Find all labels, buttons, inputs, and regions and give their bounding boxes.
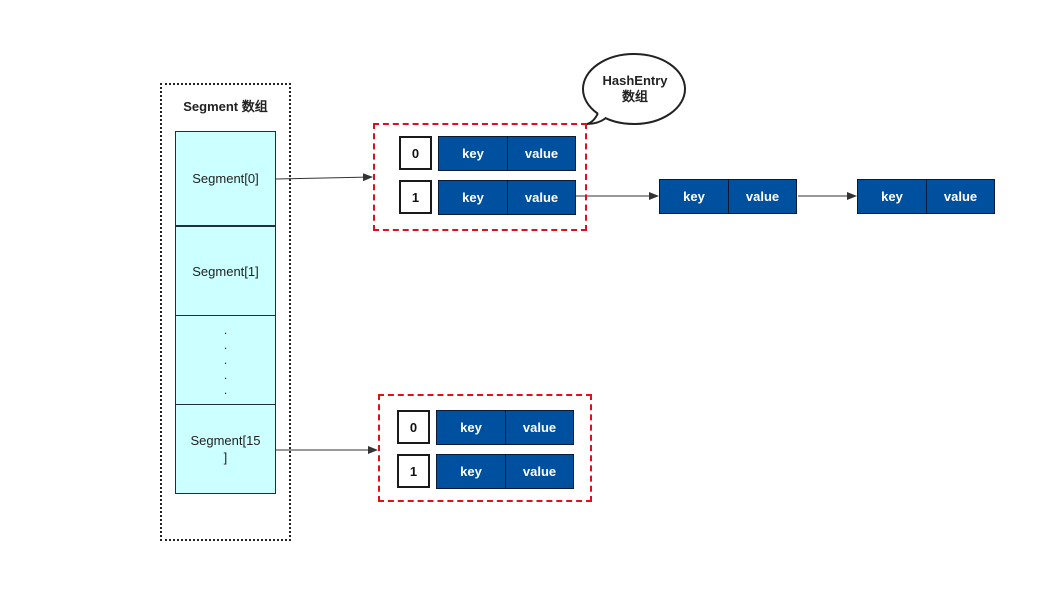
entry-key: key xyxy=(439,181,508,214)
index-cell: 0 xyxy=(399,136,432,170)
ellipsis-dot: . xyxy=(223,367,228,382)
index-cell: 1 xyxy=(397,454,430,488)
chain-node-1: key value xyxy=(659,179,797,214)
entry-value: value xyxy=(524,146,559,161)
entry-value: value xyxy=(522,420,557,435)
segment-cell-0: Segment[0] xyxy=(175,131,276,226)
segment-array-container xyxy=(160,83,291,541)
ellipsis-dot: . xyxy=(223,337,228,352)
entry-value: value xyxy=(943,189,978,204)
callout-line-2: 数组 xyxy=(621,89,648,104)
segment-array-title: Segment 数组 xyxy=(183,99,268,114)
arrow-segment0-to-table xyxy=(275,173,373,182)
entry-key: key xyxy=(437,411,506,444)
entry-row-1: key value xyxy=(438,180,576,215)
ellipsis-dot: . xyxy=(223,322,228,337)
entry-row-1: key value xyxy=(436,454,574,489)
entry-key: key xyxy=(858,180,927,213)
hashentry-table-segment0 xyxy=(373,123,587,231)
entry-key: key xyxy=(437,455,506,488)
ellipsis-dot: . xyxy=(223,352,228,367)
segment-cell-ellipsis: . . . . . xyxy=(175,315,276,405)
entry-row-0: key value xyxy=(436,410,574,445)
entry-value: value xyxy=(524,190,559,205)
ellipsis-dot: . xyxy=(223,382,228,397)
chain-node-2: key value xyxy=(857,179,995,214)
hashentry-callout-label: HashEntry 数组 xyxy=(590,73,680,105)
index-cell: 1 xyxy=(399,180,432,214)
entry-key: key xyxy=(660,180,729,213)
entry-value: value xyxy=(745,189,780,204)
segment-cell-15: Segment[15 ] xyxy=(175,404,276,494)
index-cell: 0 xyxy=(397,410,430,444)
entry-row-0: key value xyxy=(438,136,576,171)
segment-cell-1: Segment[1] xyxy=(175,226,276,316)
hashentry-table-segment15 xyxy=(378,394,592,502)
callout-line-1: HashEntry xyxy=(602,73,668,88)
entry-value: value xyxy=(522,464,557,479)
entry-key: key xyxy=(439,137,508,170)
hashentry-callout-bubble xyxy=(582,53,686,125)
